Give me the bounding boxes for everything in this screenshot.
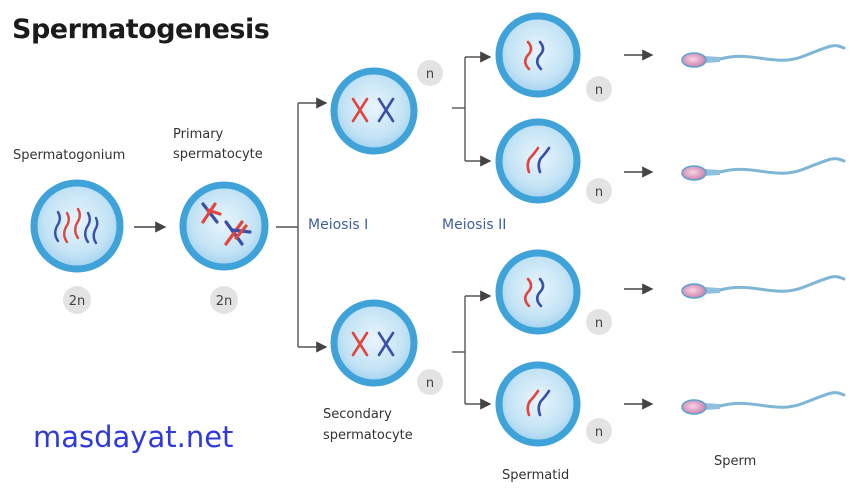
- ploidy-badge-primary: 2n: [210, 286, 238, 314]
- spermatid-cell-4: [495, 361, 581, 447]
- svg-text:2n: 2n: [216, 294, 233, 309]
- secondary-spermatocyte-cell-top: [330, 67, 418, 155]
- chromosome-set: [201, 202, 252, 246]
- chromosome-set: [526, 389, 551, 417]
- spermatogonium-cell: [30, 179, 124, 273]
- meiosis-2-label: Meiosis II: [442, 217, 507, 233]
- primary-spermatocyte-cell: [179, 181, 269, 271]
- sperm-cell-1: [681, 44, 846, 68]
- svg-text:2n: 2n: [69, 294, 86, 309]
- sperm-label: Sperm: [714, 454, 757, 469]
- sperm-cell-4: [681, 391, 846, 415]
- watermark: masdayat.net: [33, 420, 234, 454]
- sperm-cell-3: [681, 275, 846, 299]
- ploidy-badges: 2n 2n n n n n n n: [63, 60, 612, 444]
- ploidy-badge-spermatid-4: n: [586, 418, 612, 444]
- ploidy-badge-secondary-top: n: [417, 60, 443, 86]
- ploidy-badge-spermatid-3: n: [586, 309, 612, 335]
- chromosome-set: [523, 277, 545, 308]
- chromosome-set: [523, 40, 545, 71]
- spermatid-label: Spermatid: [502, 468, 570, 483]
- ploidy-badge-spermatid-1: n: [586, 76, 612, 102]
- ploidy-badge-spermatogonium: 2n: [63, 286, 91, 314]
- ploidy-badge-secondary-bottom: n: [417, 369, 443, 395]
- secondary-spermatocyte-cell-bottom: [330, 299, 418, 387]
- svg-text:n: n: [595, 185, 603, 200]
- primary-spermatocyte-label-line2: spermatocyte: [173, 147, 263, 162]
- chromosome-set: [351, 331, 395, 357]
- spermatid-cell-2: [495, 118, 581, 204]
- chromosome-set: [351, 97, 395, 123]
- primary-spermatocyte-label-line1: Primary: [173, 127, 224, 142]
- sperm-cell-2: [681, 157, 846, 181]
- svg-text:n: n: [595, 316, 603, 331]
- spermatogonium-label: Spermatogonium: [13, 148, 126, 163]
- svg-text:n: n: [595, 425, 603, 440]
- meiosis-2-bracket-bottom: [452, 290, 492, 410]
- page-title: Spermatogenesis: [12, 14, 270, 45]
- ploidy-badge-spermatid-2: n: [586, 178, 612, 204]
- spermatid-cell-3: [495, 249, 581, 335]
- svg-text:n: n: [595, 83, 603, 98]
- chromosome-set: [54, 207, 99, 245]
- spermatid-cell-1: [495, 12, 581, 98]
- svg-text:n: n: [426, 67, 434, 82]
- meiosis-2-bracket-top: [452, 51, 492, 167]
- meiosis-1-bracket: [276, 97, 328, 353]
- svg-text:n: n: [426, 376, 434, 391]
- chromosome-set: [526, 146, 551, 174]
- secondary-spermatocyte-label-line2: spermatocyte: [323, 428, 413, 443]
- secondary-spermatocyte-label-line1: Secondary: [323, 407, 392, 422]
- meiosis-1-label: Meiosis I: [308, 217, 369, 233]
